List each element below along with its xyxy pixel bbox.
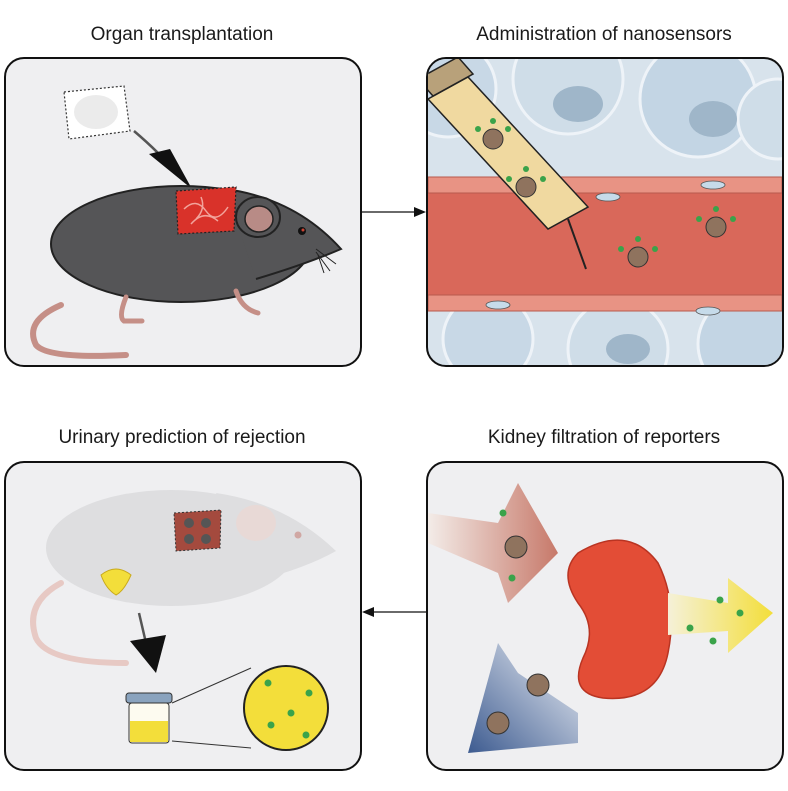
nanoparticle-icon	[475, 118, 736, 268]
reporter-icon	[499, 509, 744, 645]
blood-vessel-icon	[428, 176, 782, 316]
incoming-arrow-icon	[428, 483, 558, 603]
donor-graft-icon	[63, 85, 131, 140]
skin-graft-icon	[175, 186, 237, 235]
skin-graft-icon	[173, 509, 222, 552]
right-arrow-icon	[362, 207, 426, 217]
panel-kidney-filtration	[426, 461, 784, 771]
urination-arrow-icon	[130, 612, 166, 673]
kidney-icon	[567, 539, 673, 700]
bladder-icon	[100, 568, 132, 596]
panel-title-urinary-prediction: Urinary prediction of rejection	[58, 427, 306, 448]
nanoparticle-icon	[486, 535, 550, 735]
outgoing-arrow-icon	[668, 578, 773, 653]
panel-title-organ-transplantation: Organ transplantation	[90, 24, 274, 45]
magnified-urine-icon	[171, 665, 329, 751]
panel-title-administration: Administration of nanosensors	[476, 24, 732, 45]
panel-organ-transplantation	[4, 57, 362, 367]
panel-title-kidney-filtration: Kidney filtration of reporters	[487, 427, 721, 448]
panel-administration	[426, 57, 784, 367]
blue-arrow-icon	[468, 643, 578, 753]
left-arrow-icon	[362, 607, 426, 617]
transplant-arrow-icon	[133, 130, 192, 189]
panel-urinary-prediction	[4, 461, 362, 771]
urine-cup-icon	[125, 692, 173, 744]
mouse-icon	[30, 185, 343, 359]
syringe-icon	[428, 59, 590, 270]
